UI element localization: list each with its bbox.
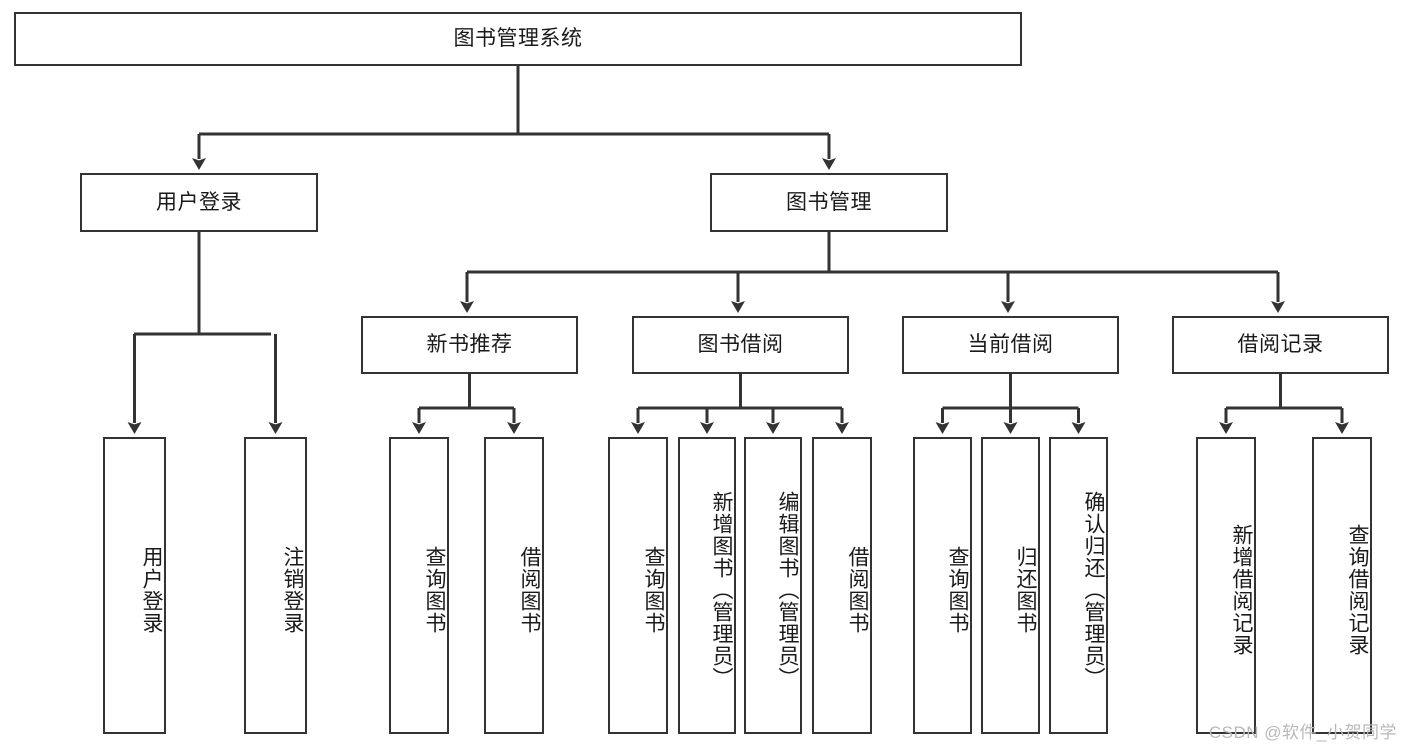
- node-label: 查询图书: [642, 545, 665, 634]
- node-label: 借阅记录: [1237, 333, 1324, 357]
- leaf-node-leaf-query-borrow-record[interactable]: 查询借阅记录: [1312, 437, 1372, 734]
- node-label: 用户登录: [140, 545, 163, 634]
- node-label: 新书推荐: [426, 333, 513, 357]
- node-label: 查询图书: [423, 545, 446, 634]
- node-label: 新增图书（管理员）: [710, 490, 733, 689]
- node-label: 确认归还（管理员）: [1082, 490, 1105, 689]
- level2-node-current-borrow[interactable]: 当前借阅: [902, 316, 1119, 374]
- node-label: 查询借阅记录: [1346, 523, 1369, 656]
- node-label: 注销登录: [281, 545, 304, 634]
- level1-node-user-login[interactable]: 用户登录: [80, 173, 318, 232]
- leaf-node-leaf-return-book[interactable]: 归还图书: [981, 437, 1040, 734]
- node-label: 当前借阅: [967, 333, 1054, 357]
- node-label: 图书管理: [786, 190, 872, 214]
- node-label: 图书管理系统: [453, 27, 583, 51]
- leaf-node-leaf-borrow-book-1[interactable]: 借阅图书: [484, 437, 544, 734]
- leaf-node-leaf-borrow-book-2[interactable]: 借阅图书: [812, 437, 872, 734]
- node-label: 编辑图书（管理员）: [776, 490, 799, 689]
- leaf-node-leaf-query-book-2[interactable]: 查询图书: [608, 437, 668, 734]
- connector-lines: [127, 66, 1349, 434]
- node-label: 新增借阅记录: [1230, 523, 1253, 656]
- level2-node-new-book-recommend[interactable]: 新书推荐: [361, 316, 578, 374]
- leaf-node-leaf-confirm-return-admin[interactable]: 确认归还（管理员）: [1049, 437, 1108, 734]
- leaf-node-leaf-add-borrow-record[interactable]: 新增借阅记录: [1196, 437, 1256, 734]
- node-label: 借阅图书: [846, 545, 869, 634]
- node-label: 归还图书: [1014, 545, 1037, 634]
- leaf-node-leaf-query-book-3[interactable]: 查询图书: [913, 437, 972, 734]
- leaf-node-leaf-query-book-1[interactable]: 查询图书: [389, 437, 449, 734]
- level2-node-borrow-record[interactable]: 借阅记录: [1172, 316, 1389, 374]
- node-label: 查询图书: [946, 545, 969, 634]
- leaf-node-leaf-logout-login[interactable]: 注销登录: [244, 437, 307, 734]
- leaf-node-leaf-edit-book-admin[interactable]: 编辑图书（管理员）: [744, 437, 802, 734]
- node-label: 用户登录: [156, 190, 242, 214]
- level2-node-book-borrow[interactable]: 图书借阅: [632, 316, 849, 374]
- root-node-book-management-system[interactable]: 图书管理系统: [14, 12, 1022, 66]
- node-label: 图书借阅: [697, 333, 784, 357]
- node-label: 借阅图书: [518, 545, 541, 634]
- leaf-node-leaf-user-login[interactable]: 用户登录: [103, 437, 166, 734]
- leaf-node-leaf-add-book-admin[interactable]: 新增图书（管理员）: [678, 437, 736, 734]
- level1-node-book-manage[interactable]: 图书管理: [710, 173, 948, 232]
